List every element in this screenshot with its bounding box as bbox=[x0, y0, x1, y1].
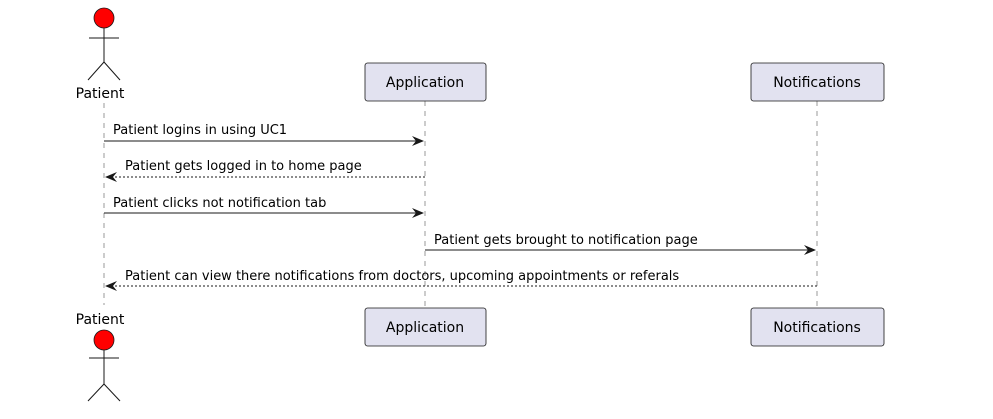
participant-label-notifications-bottom: Notifications bbox=[773, 320, 861, 336]
message-label-2: Patient gets logged in to home page bbox=[125, 159, 362, 174]
arrowhead-icon bbox=[412, 208, 424, 218]
actor-head-icon bbox=[93, 329, 115, 351]
actor-label-patient-bottom: Patient bbox=[76, 312, 125, 328]
message-2: Patient gets logged in to home page bbox=[105, 159, 425, 182]
arrowhead-icon bbox=[804, 245, 816, 255]
participant-application-bottom: Application bbox=[364, 307, 487, 347]
message-5: Patient can view there notifications fro… bbox=[105, 269, 817, 291]
arrowhead-icon bbox=[412, 136, 424, 146]
arrowhead-icon bbox=[105, 281, 117, 291]
message-1: Patient logins in using UC1 bbox=[104, 123, 424, 146]
message-4: Patient gets brought to notification pag… bbox=[425, 233, 816, 255]
message-label-4: Patient gets brought to notification pag… bbox=[434, 233, 698, 248]
actor-label-patient-top: Patient bbox=[76, 86, 125, 102]
participant-label-application-bottom: Application bbox=[386, 320, 464, 336]
participant-label-application-top: Application bbox=[386, 75, 464, 91]
participant-notifications-bottom: Notifications bbox=[750, 307, 885, 347]
participant-application-top: Application bbox=[364, 62, 487, 102]
message-label-1: Patient logins in using UC1 bbox=[113, 123, 287, 138]
actor-head-icon bbox=[93, 7, 115, 29]
participant-notifications-top: Notifications bbox=[750, 62, 885, 102]
actor-patient-top: Patient bbox=[76, 7, 125, 102]
participant-label-notifications-top: Notifications bbox=[773, 75, 861, 91]
arrowhead-icon bbox=[105, 172, 117, 182]
actor-patient-bottom: Patient bbox=[76, 312, 125, 402]
message-3: Patient clicks not notification tab bbox=[104, 196, 424, 218]
message-label-5: Patient can view there notifications fro… bbox=[125, 269, 679, 284]
message-label-3: Patient clicks not notification tab bbox=[113, 196, 326, 211]
